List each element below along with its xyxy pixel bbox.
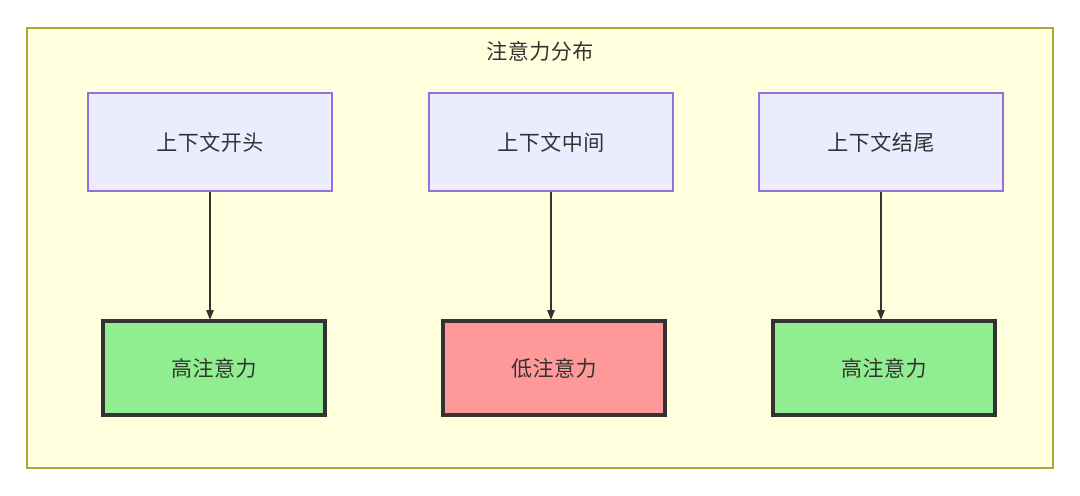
subgraph-title: 注意力分布 — [486, 41, 594, 64]
node-context-end-label: 上下文结尾 — [827, 132, 935, 155]
node-context-start[interactable]: 上下文开头 — [87, 92, 333, 192]
node-attention-middle[interactable]: 低注意力 — [441, 319, 667, 417]
node-attention-end-label: 高注意力 — [841, 358, 927, 381]
node-context-end[interactable]: 上下文结尾 — [758, 92, 1004, 192]
node-attention-start-label: 高注意力 — [171, 358, 257, 381]
node-attention-start[interactable]: 高注意力 — [101, 319, 327, 417]
node-context-start-label: 上下文开头 — [156, 132, 264, 155]
node-attention-end[interactable]: 高注意力 — [771, 319, 997, 417]
node-context-middle-label: 上下文中间 — [497, 132, 605, 155]
node-attention-middle-label: 低注意力 — [511, 358, 597, 381]
node-context-middle[interactable]: 上下文中间 — [428, 92, 674, 192]
